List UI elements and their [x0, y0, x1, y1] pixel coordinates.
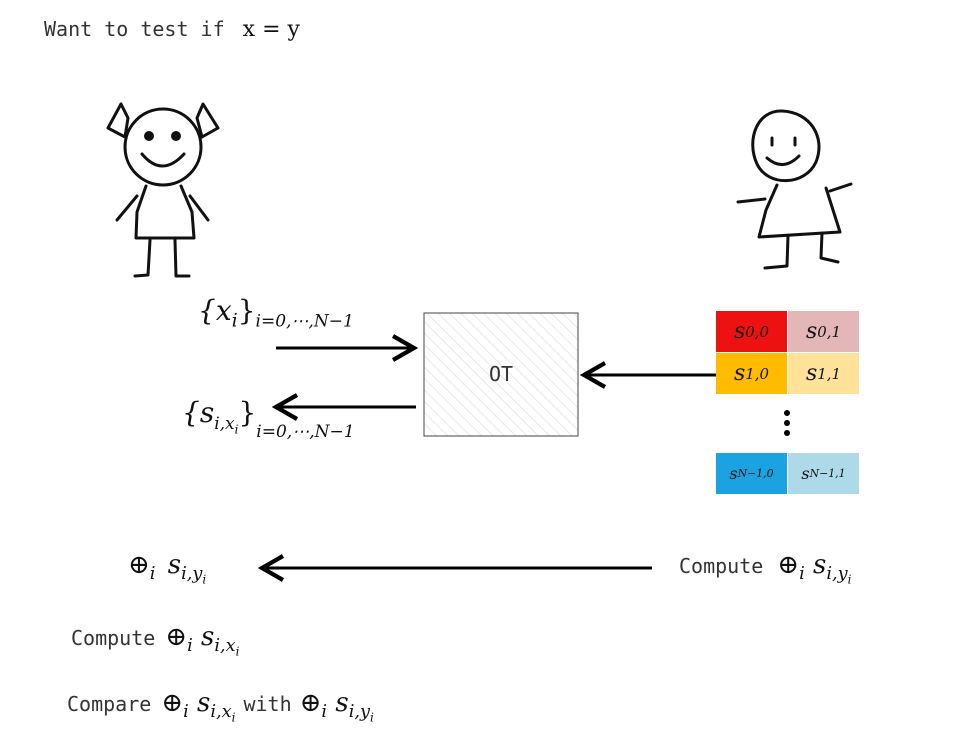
ellipsis-icon — [784, 410, 790, 436]
x-set-range: i=0,⋯,N−1 — [255, 311, 354, 332]
header-equation: x = y — [242, 17, 300, 42]
header-prefix: Want to test if — [44, 17, 225, 41]
x-set-base: {x — [198, 294, 232, 327]
s-set-expression: {si,xi}i=0,⋯,N−1 — [182, 396, 355, 442]
ot-label: OT — [488, 362, 514, 386]
boy-figure-icon — [736, 109, 853, 270]
girl-figure-icon — [106, 102, 220, 278]
bob-compute-line: Compute ⊕i si,yi — [679, 550, 852, 587]
alice-compute-line: Compute ⊕i si,xi — [71, 622, 240, 659]
s-set-close: } — [238, 396, 257, 429]
s-set-index: i,xi — [214, 413, 239, 436]
x-set-close: } — [237, 294, 256, 327]
x-set-expression: {xi}i=0,⋯,N−1 — [198, 294, 354, 332]
s-set-range: i=0,⋯,N−1 — [256, 421, 355, 442]
header-text: Want to test if x = y — [44, 17, 300, 42]
received-xor-expression: ⊕i si,yi — [128, 550, 207, 587]
ot-box — [423, 312, 579, 437]
s-set-base: {s — [182, 396, 215, 429]
compare-line: Compare ⊕i si,xi with ⊕i si,yi — [67, 688, 374, 725]
x-set-index: i — [231, 309, 238, 332]
